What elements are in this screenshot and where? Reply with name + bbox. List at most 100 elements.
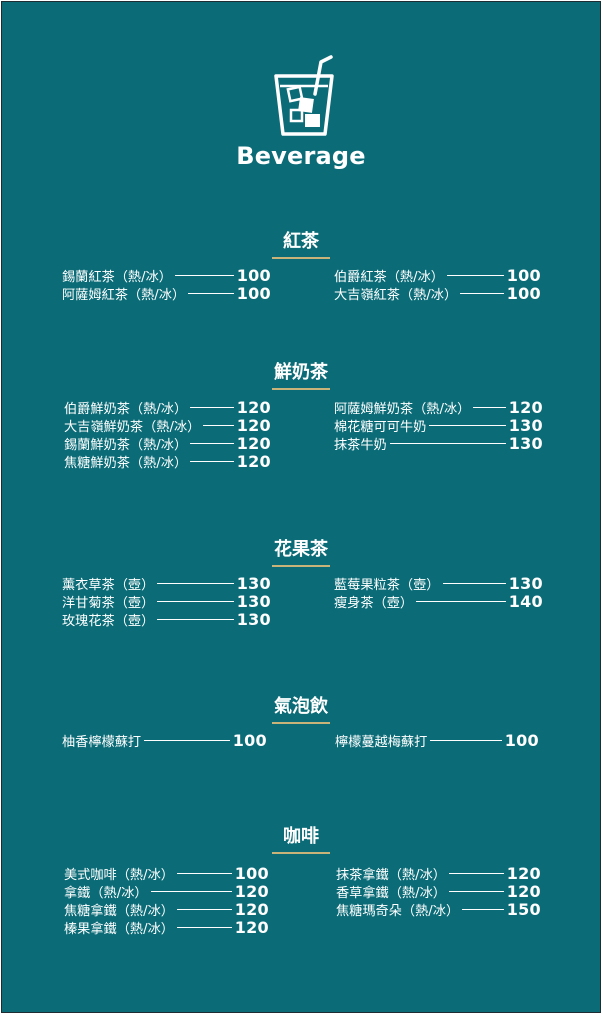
item-price: 130: [508, 433, 543, 453]
price-leader-line: [429, 424, 506, 426]
item-name: 薰衣草茶（壺）: [62, 577, 155, 593]
item-price: 100: [506, 283, 541, 303]
menu-item: 瘦身茶（壺） 140: [334, 591, 543, 611]
price-leader-line: [442, 582, 506, 584]
menu-column-left: 柚香檸檬蘇打 100: [62, 730, 267, 750]
item-price: 130: [508, 415, 543, 435]
item-name: 洋甘菊茶（壺）: [62, 595, 155, 611]
price-leader-line: [144, 739, 230, 741]
menu-item: 香草拿鐵（熱/冰） 120: [336, 881, 541, 901]
item-name: 檸檬蔓越梅蘇打: [335, 734, 428, 750]
price-leader-line: [190, 406, 234, 408]
price-leader-line: [448, 890, 504, 892]
menu-item: 焦糖瑪奇朵（熱/冰） 150: [336, 899, 541, 919]
item-price: 120: [236, 415, 271, 435]
item-price: 150: [506, 899, 541, 919]
item-price: 120: [234, 918, 269, 938]
item-price: 120: [234, 899, 269, 919]
item-price: 120: [236, 397, 271, 417]
menu-item: 伯爵紅茶（熱/冰） 100: [334, 266, 541, 285]
item-price: 120: [236, 452, 271, 472]
item-name: 美式咖啡（熱/冰）: [64, 867, 174, 883]
item-price: 120: [506, 863, 541, 883]
item-price: 100: [504, 730, 539, 750]
menu-item: 錫蘭紅茶（熱/冰） 100: [62, 265, 271, 285]
price-leader-line: [430, 739, 502, 741]
menu-column-right: 伯爵紅茶（熱/冰） 100 大吉嶺紅茶（熱/冰） 100: [334, 266, 541, 303]
price-leader-line: [157, 582, 234, 584]
item-name: 玫瑰花茶（壺）: [62, 613, 155, 629]
menu-item: 薰衣草茶（壺） 130: [62, 573, 271, 593]
heading-underline: [272, 388, 330, 390]
menu-item: 拿鐵（熱/冰） 120: [64, 881, 269, 901]
price-leader-line: [462, 908, 504, 910]
menu-item: 阿薩姆紅茶（熱/冰） 100: [62, 284, 271, 303]
brand-title: Beverage: [236, 142, 366, 170]
price-leader-line: [203, 424, 234, 426]
menu-item: 焦糖拿鐵（熱/冰） 120: [64, 899, 269, 919]
menu-column-left: 錫蘭紅茶（熱/冰） 100 阿薩姆紅茶（熱/冰） 100: [62, 265, 271, 303]
item-price: 100: [232, 730, 267, 750]
item-price: 130: [236, 609, 271, 629]
iced-drink-icon: [274, 55, 334, 136]
section-title: 咖啡: [283, 826, 319, 847]
price-leader-line: [473, 406, 506, 408]
menu-column-right: 抹茶拿鐵（熱/冰） 120 香草拿鐵（熱/冰） 120 焦糖瑪奇朵（熱/冰） 1…: [336, 864, 541, 919]
menu-column-right: 藍莓果粒茶（壺） 130 瘦身茶（壺） 140: [334, 573, 543, 611]
price-leader-line: [188, 292, 234, 294]
menu-item: 抹茶牛奶 130: [334, 433, 543, 453]
price-leader-line: [190, 442, 234, 444]
item-name: 抹茶拿鐵（熱/冰）: [336, 867, 446, 883]
menu-column-left: 美式咖啡（熱/冰） 100 拿鐵（熱/冰） 120 焦糖拿鐵（熱/冰） 120 …: [64, 864, 269, 938]
menu-item: 玫瑰花茶（壺） 130: [62, 609, 271, 629]
heading-underline: [272, 722, 330, 724]
item-name: 棉花糖可可牛奶: [334, 419, 427, 435]
item-name: 拿鐵（熱/冰）: [64, 885, 148, 901]
price-leader-line: [446, 274, 504, 276]
item-name: 錫蘭紅茶（熱/冰）: [62, 269, 172, 285]
item-price: 120: [236, 433, 271, 453]
item-price: 120: [508, 397, 543, 417]
section-title: 鮮奶茶: [274, 362, 328, 383]
section-heading: 花果茶: [2, 539, 600, 567]
item-name: 伯爵鮮奶茶（熱/冰）: [64, 401, 188, 417]
item-price: 120: [506, 881, 541, 901]
price-leader-line: [174, 274, 234, 276]
price-leader-line: [190, 461, 234, 463]
item-price: 130: [508, 573, 543, 593]
menu-column-right: 檸檬蔓越梅蘇打 100: [335, 730, 539, 750]
price-leader-line: [157, 600, 234, 602]
price-leader-line: [176, 872, 232, 874]
menu-item: 檸檬蔓越梅蘇打 100: [335, 730, 539, 750]
menu-item: 美式咖啡（熱/冰） 100: [64, 864, 269, 883]
menu-item: 柚香檸檬蘇打 100: [62, 730, 267, 750]
item-name: 抹茶牛奶: [334, 437, 387, 453]
heading-underline: [272, 257, 330, 259]
item-price: 140: [508, 591, 543, 611]
menu-item: 大吉嶺紅茶（熱/冰） 100: [334, 283, 541, 303]
item-name: 大吉嶺紅茶（熱/冰）: [334, 287, 458, 303]
menu-item: 洋甘菊茶（壺） 130: [62, 592, 271, 611]
item-name: 阿薩姆鮮奶茶（熱/冰）: [334, 401, 471, 417]
item-price: 100: [236, 265, 271, 285]
item-price: 130: [236, 573, 271, 593]
menu-item: 大吉嶺鮮奶茶（熱/冰） 120: [64, 415, 271, 435]
item-name: 香草拿鐵（熱/冰）: [336, 885, 446, 901]
price-leader-line: [176, 927, 232, 929]
menu-item: 藍莓果粒茶（壺） 130: [334, 573, 543, 593]
price-leader-line: [460, 292, 504, 294]
price-leader-line: [416, 600, 506, 602]
item-price: 120: [234, 881, 269, 901]
price-leader-line: [157, 618, 234, 620]
menu-item: 榛果拿鐵（熱/冰） 120: [64, 918, 269, 938]
section-heading: 咖啡: [2, 826, 600, 854]
section-title: 紅茶: [283, 231, 319, 252]
item-name: 焦糖拿鐵（熱/冰）: [64, 903, 174, 919]
menu-column-left: 薰衣草茶（壺） 130 洋甘菊茶（壺） 130 玫瑰花茶（壺） 130: [62, 574, 271, 629]
item-name: 藍莓果粒茶（壺）: [334, 577, 440, 593]
item-name: 大吉嶺鮮奶茶（熱/冰）: [64, 419, 201, 435]
price-leader-line: [176, 908, 232, 910]
item-name: 伯爵紅茶（熱/冰）: [334, 269, 444, 285]
item-name: 焦糖鮮奶茶（熱/冰）: [64, 456, 188, 472]
